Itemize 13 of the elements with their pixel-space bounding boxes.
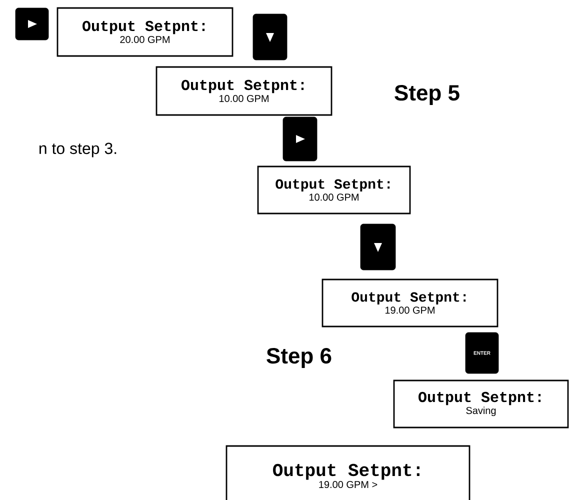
lcd-display: Output Setpnt: 20.00 GPM xyxy=(56,7,234,57)
right-arrow-key xyxy=(15,8,49,40)
lcd-display: Output Setpnt: 19.00 GPM xyxy=(322,278,498,328)
lcd-display: Output Setpnt: 10.00 GPM xyxy=(257,166,411,214)
instruction-text: n to step 3. xyxy=(40,142,116,158)
down-arrow-key xyxy=(360,224,396,270)
right-arrow-key xyxy=(282,116,318,162)
step-heading: Step 6 xyxy=(266,348,332,368)
down-arrow-key xyxy=(252,14,288,60)
lcd-display: Output Setpnt: 19.00 GPM > xyxy=(226,445,470,500)
lcd-display: Output Setpnt: Saving xyxy=(393,380,569,428)
lcd-display: Output Setpnt: 10.00 GPM xyxy=(156,66,332,116)
step-heading: Step 5 xyxy=(394,85,460,105)
